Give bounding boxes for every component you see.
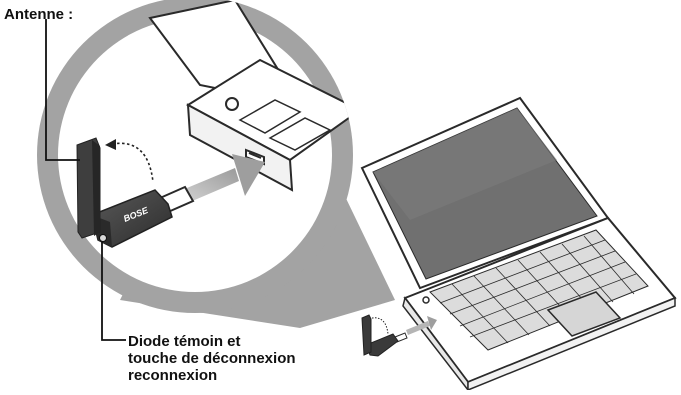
antenna-rotation-arrow [105, 139, 154, 183]
led-button-label: Diode témoin et touche de déconnexion re… [128, 333, 296, 384]
antenna-label: Antenne : [4, 6, 74, 23]
usb-dongle-small [361, 314, 408, 357]
laptop [360, 96, 677, 393]
insert-arrow-small [406, 316, 437, 335]
led-label-line-2: touche de déconnexion [128, 350, 296, 367]
usb-dongle-large: BOSE [76, 137, 195, 248]
led-label-line-1: Diode témoin et [128, 333, 241, 350]
zoomed-laptop-corner [148, 0, 353, 192]
led-button [99, 234, 107, 242]
antenna-leader-line [45, 19, 80, 161]
laptop-trackpad [546, 291, 622, 337]
led-label-line-3: reconnexion [128, 367, 218, 384]
led-leader-line [101, 241, 126, 341]
laptop-keyboard [429, 229, 649, 351]
